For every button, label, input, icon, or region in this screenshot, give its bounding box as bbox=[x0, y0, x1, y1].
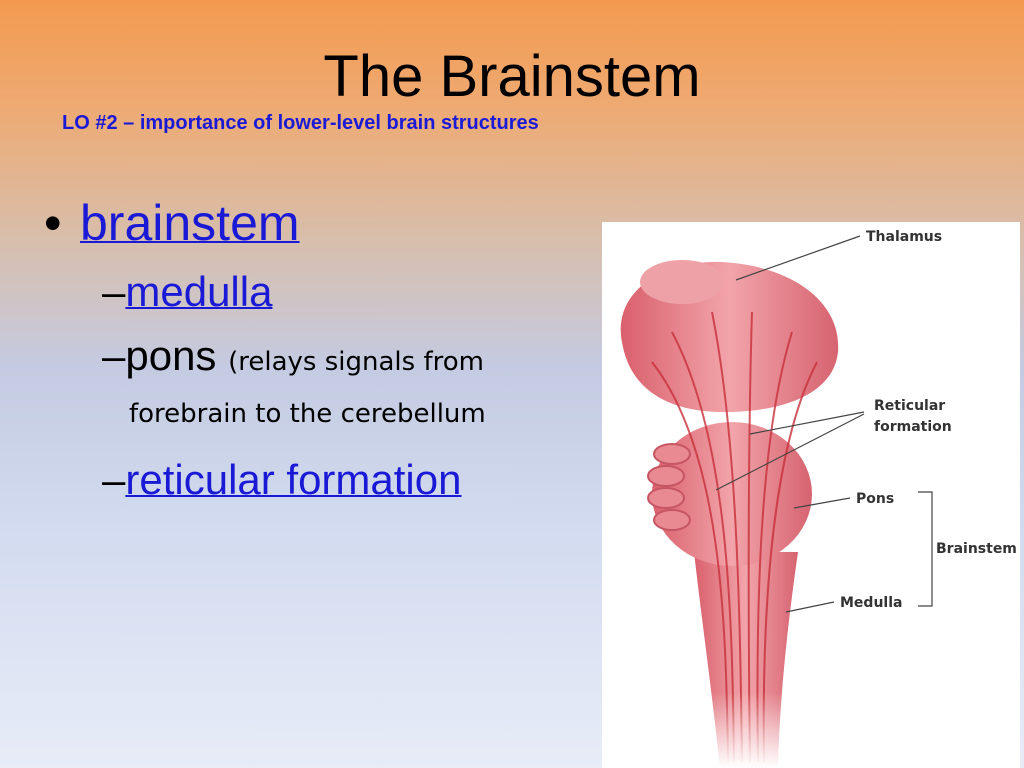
bottom-fade bbox=[602, 692, 1020, 768]
pons-text: pons bbox=[125, 332, 217, 379]
label-thalamus: Thalamus bbox=[866, 229, 942, 245]
subbullet-medulla: –medulla bbox=[102, 266, 604, 318]
label-pons: Pons bbox=[856, 491, 894, 507]
leader-lines bbox=[715, 235, 933, 613]
cerebellum-folds bbox=[647, 443, 691, 531]
pons-note-line1: (relays signals from bbox=[228, 347, 484, 377]
label-medulla: Medulla bbox=[840, 595, 902, 611]
medulla-link[interactable]: medulla bbox=[125, 268, 273, 315]
brainstem-link[interactable]: brainstem bbox=[80, 195, 300, 251]
slide-subtitle: LO #2 – importance of lower-level brain … bbox=[62, 112, 539, 134]
slide-title: The Brainstem bbox=[323, 44, 701, 109]
reticular-formation-link[interactable]: reticular formation bbox=[125, 456, 462, 503]
subbullet-pons: –pons (relays signals from bbox=[102, 330, 604, 382]
label-reticular-line2: formation bbox=[874, 419, 952, 435]
dash-marker: – bbox=[102, 268, 126, 315]
dash-marker: – bbox=[102, 456, 126, 503]
pons-note-continuation: forebrain to the cerebellum bbox=[102, 382, 604, 436]
bullet-brainstem: • brainstem bbox=[44, 192, 604, 254]
brainstem-diagram: Thalamus Reticular formation Pons Brains… bbox=[602, 222, 1020, 768]
label-reticular-line1: Reticular bbox=[874, 398, 945, 414]
dash-marker: – bbox=[102, 332, 126, 379]
bullet-list: •brainstem –medulla –pons (relays signal… bbox=[44, 192, 604, 506]
subbullet-reticular-formation: –reticular formation bbox=[102, 454, 604, 506]
pons-note-line2: forebrain to the cerebellum bbox=[129, 399, 486, 429]
bullet-marker: • bbox=[44, 195, 62, 251]
pons-shape bbox=[652, 422, 812, 566]
brainstem-illustration: Thalamus Reticular formation Pons Brains… bbox=[602, 229, 1020, 768]
label-brainstem: Brainstem bbox=[936, 541, 1017, 557]
thalamus-lobe bbox=[640, 260, 724, 304]
